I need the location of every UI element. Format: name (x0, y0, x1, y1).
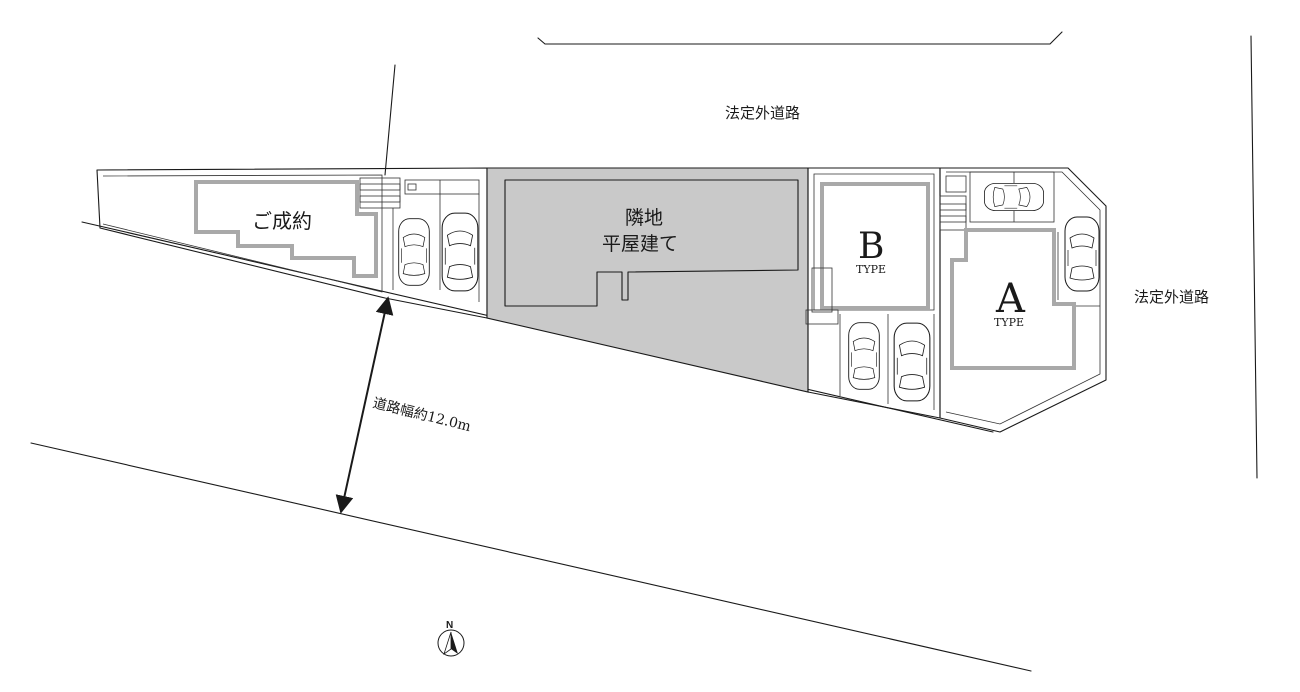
north-arrow-icon (437, 629, 465, 657)
type-b-house-outline (820, 182, 930, 310)
type-b-word: TYPE (856, 263, 886, 276)
neighbor-label-line2: 平屋建て (602, 233, 678, 255)
north-label: N (446, 620, 453, 631)
sold-lot-label: ご成約 (252, 209, 312, 233)
road-width-arrow (335, 296, 394, 514)
type-b-letter: B (858, 226, 884, 267)
top-left-boundary-line (384, 64, 396, 176)
road-top-label: 法定外道路 (725, 104, 800, 122)
sold-lot (96, 167, 488, 319)
car-icon (398, 218, 430, 286)
neighbor-label-line1: 隣地 (625, 207, 663, 229)
road-right-label: 法定外道路 (1134, 288, 1209, 306)
car-icon (984, 182, 1044, 212)
type-a-house-outline (950, 228, 1076, 370)
car-icon (441, 212, 479, 292)
top-road-edge (537, 31, 1063, 45)
sold-house-outline (194, 180, 378, 278)
car-icon (848, 322, 880, 390)
car-icon (1064, 216, 1100, 292)
car-icon (893, 322, 931, 402)
neighbor-house-outline (504, 179, 799, 307)
type-a-lot (939, 167, 1107, 433)
right-road-edge (1250, 35, 1258, 479)
type-a-word: TYPE (994, 316, 1024, 329)
access-road-edge-lower (30, 442, 1032, 672)
type-a-letter: A (995, 276, 1026, 322)
